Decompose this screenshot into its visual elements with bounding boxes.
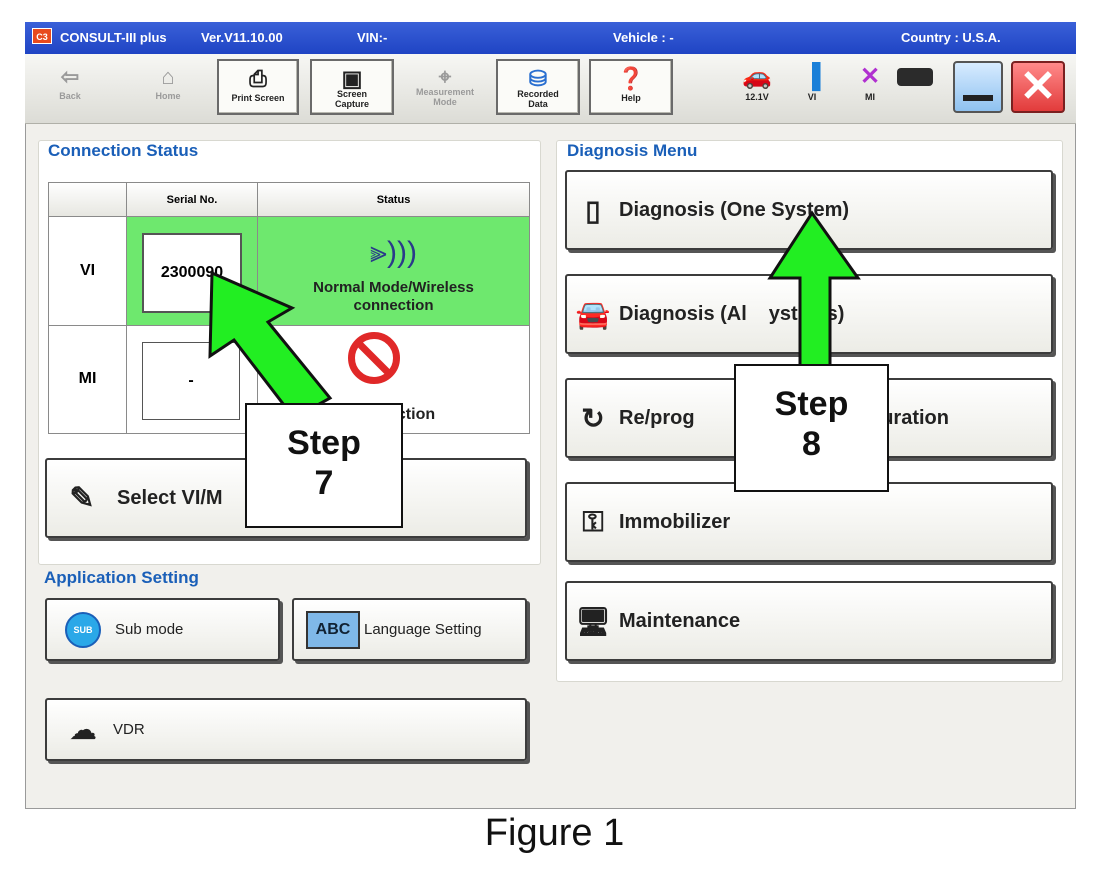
vdr-icon: ☁ [69,714,97,745]
table-header-serial: Serial No. [126,181,258,218]
table-header-blank [48,181,127,218]
vehicle-label: Vehicle : - [613,30,674,45]
vi-status-cell: ⫸))) Normal Mode/Wireless connection [257,216,530,326]
step8-callout: Step 8 [734,364,889,492]
title-bar: C3 CONSULT-III plus Ver.V11.10.00 VIN:- … [25,22,1076,54]
signal-icon: ▐ [803,63,821,90]
measurement-mode-button[interactable]: ⌖ Measurement Mode [403,59,487,115]
country-label: Country : U.S.A. [901,30,1001,45]
vi-mi-select-icon: ✎ [69,481,95,515]
measurement-icon: ⌖ [438,64,452,89]
vi-status: ▐ VI [795,62,829,102]
step8-arrow [767,210,861,368]
row-label-vi: VI [48,216,127,326]
no-connection-icon [348,331,400,384]
mi-status: ✕ MI [853,62,887,102]
wireless-icon: ⫸))) [370,235,417,269]
toolbar: ⇦ Back ⌂ Home ⎙ Print Screen ▣ Screen Ca… [25,54,1076,124]
sub-mode-icon: SUB [65,611,101,648]
help-button[interactable]: ❓ Help [589,59,673,115]
recorded-data-icon: ⛁ [528,66,548,91]
battery-icon [897,68,933,86]
immobilizer-button[interactable]: ⚿ Immobilizer [565,482,1053,562]
step7-arrow [208,270,333,420]
ecu-icon: ▯ [585,194,601,226]
minimize-button[interactable] [953,61,1003,113]
vi-status-text: Normal Mode/Wireless connection [313,278,474,314]
app-version: Ver.V11.10.00 [201,30,283,45]
camera-icon: ▣ [341,66,363,91]
maintenance-button[interactable]: 🖥 Maintenance [565,581,1053,661]
connection-table: Serial No. Status VI 2300090 ⫸))) Normal… [48,181,530,435]
printer-icon: ⎙ [249,66,267,91]
sub-mode-button[interactable]: SUB Sub mode [45,598,280,661]
reprogramming-icon: ↻ [581,402,605,434]
connection-status-title: Connection Status [48,141,199,160]
app-name: CONSULT-III plus [60,30,167,45]
mi-serial-number: - [142,341,240,420]
home-button[interactable]: ⌂ Home [123,59,213,115]
application-setting-title: Application Setting [44,568,199,587]
close-button[interactable]: ✕ [1011,61,1065,113]
table-row: VI 2300090 ⫸))) Normal Mode/Wireless con… [48,216,530,326]
minimize-icon [963,95,993,101]
screen-capture-button[interactable]: ▣ Screen Capture [310,59,394,115]
step7-callout: Step 7 [245,403,403,528]
back-button[interactable]: ⇦ Back [39,59,101,115]
language-setting-button[interactable]: ABC Language Setting [292,598,527,661]
help-icon: ❓ [617,66,645,91]
home-icon: ⌂ [161,64,175,89]
app-logo-icon: C3 [32,28,52,44]
language-icon: ABC [306,610,360,649]
vdr-button[interactable]: ☁ VDR [45,698,527,761]
battery-voltage-status: 🚗 12.1V [733,62,781,102]
close-icon: ✕ [1019,62,1057,111]
mi-disconnected-icon: ✕ [859,63,881,90]
row-label-mi: MI [48,324,127,435]
table-header-status: Status [257,181,530,218]
car-icon: 🚗 [742,63,772,90]
car-scan-icon: 🚘 [575,298,611,330]
figure-caption: Figure 1 [484,812,625,854]
print-screen-button[interactable]: ⎙ Print Screen [217,59,299,115]
vin-label: VIN:- [357,30,388,45]
back-arrow-icon: ⇦ [60,64,80,89]
immobilizer-key-icon: ⚿ [582,505,604,537]
recorded-data-button[interactable]: ⛁ Recorded Data [496,59,580,115]
maintenance-icon: 🖥 [575,605,611,637]
diagnosis-menu-title: Diagnosis Menu [567,141,698,160]
